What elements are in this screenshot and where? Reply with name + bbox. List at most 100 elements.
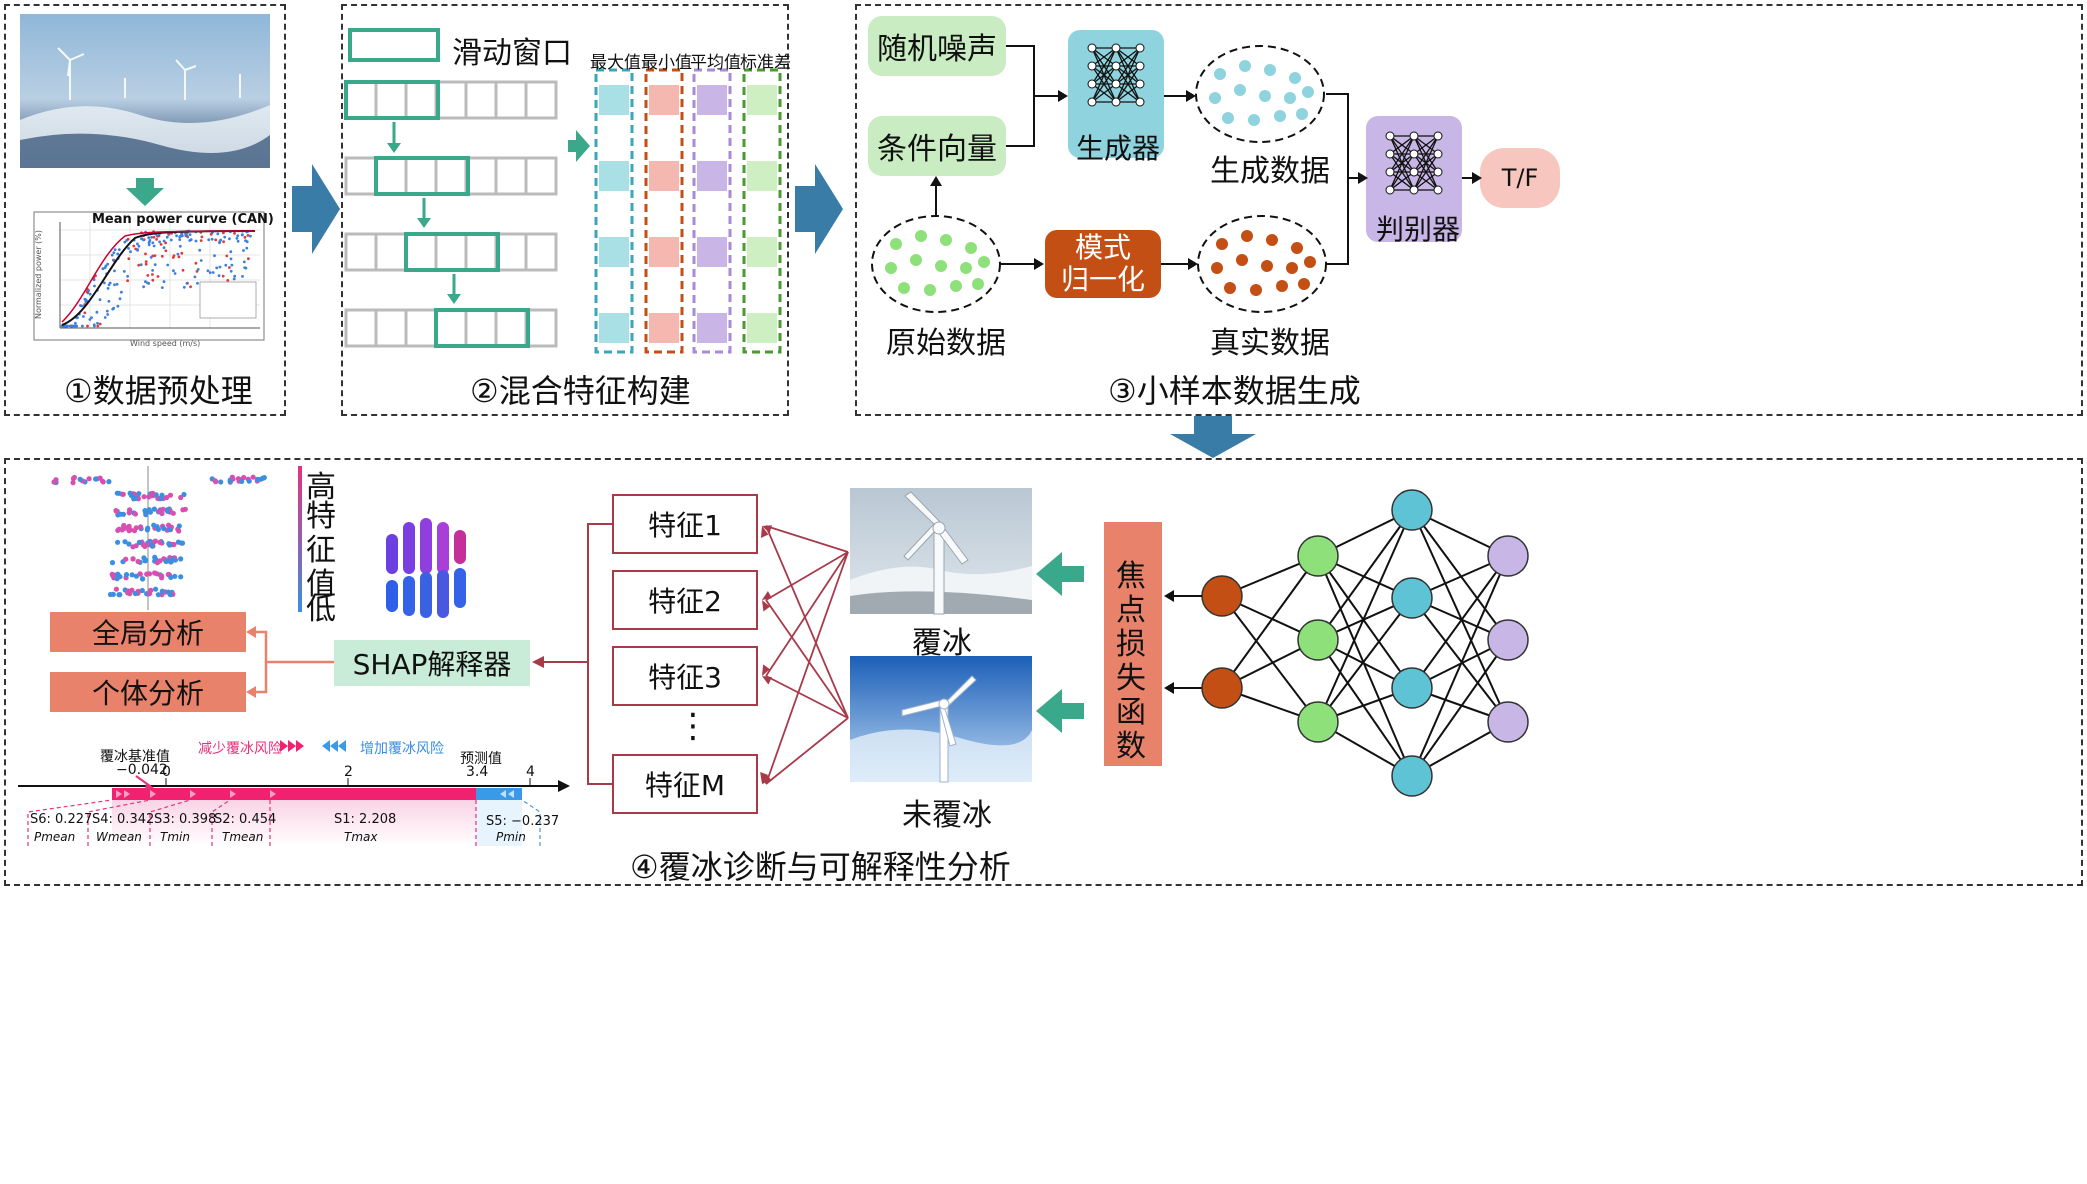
scatter-point <box>164 241 168 245</box>
nn-edge <box>1221 555 1319 689</box>
beeswarm-point <box>130 556 136 562</box>
data-dot <box>1284 92 1296 104</box>
scatter-point <box>115 282 119 286</box>
raw-data-label: 原始数据 <box>886 326 1006 361</box>
scatter-point <box>126 279 129 283</box>
scatter-point <box>235 237 239 240</box>
data-dot <box>1211 262 1223 274</box>
data-dot <box>1248 114 1260 126</box>
scatter-point <box>178 235 182 239</box>
force-increase-label: 增加覆冰风险 <box>360 741 444 757</box>
force-item-1-f: Pmean <box>34 830 76 844</box>
stat-label-mean: 平均值 <box>690 53 741 73</box>
mode-norm-line2: 归一化 <box>1060 263 1145 296</box>
beeswarm-point <box>138 524 144 530</box>
scatter-point <box>158 240 162 244</box>
scatter-point <box>132 244 136 248</box>
nn-edge <box>1317 597 1413 723</box>
beeswarm-point <box>172 573 178 579</box>
scatter-point <box>156 275 160 278</box>
beeswarm-point <box>136 539 142 546</box>
scatter-point <box>96 321 99 325</box>
beeswarm-point <box>148 587 154 594</box>
data-dot <box>1239 60 1251 72</box>
scatter-point <box>116 252 120 256</box>
scatter-point <box>214 238 218 242</box>
scatter-point <box>226 279 230 282</box>
nn-edge <box>1221 595 1319 723</box>
small-right-arrow-icon <box>568 130 590 162</box>
stat-cell <box>599 85 629 115</box>
data-dot <box>1214 68 1226 80</box>
scatter-point <box>223 235 227 239</box>
scatter-point <box>106 313 110 316</box>
scatter-point <box>137 244 141 248</box>
feature-box-m: 特征M <box>612 754 758 814</box>
scatter-point <box>101 267 105 271</box>
panel1-caption: ①数据预处理 <box>64 372 253 410</box>
mini-net-edge <box>1091 47 1117 85</box>
down-arrow-icon <box>1170 416 1256 458</box>
scatter-point <box>178 244 182 248</box>
panel2-caption: ②混合特征构建 <box>470 372 691 410</box>
scatter-point <box>90 316 93 319</box>
scatter-point <box>176 252 180 256</box>
scatter-point <box>210 237 214 241</box>
scatter-point <box>215 266 219 270</box>
scatter-point <box>152 235 156 239</box>
beeswarm-point <box>176 523 182 529</box>
data-dot <box>950 280 962 292</box>
nn-node <box>1391 577 1433 619</box>
scatter-point <box>129 250 132 254</box>
force-item-4-s: S2: 0.454 <box>214 812 277 827</box>
mini-net-edge <box>1389 135 1415 173</box>
beeswarm-point <box>126 523 132 529</box>
left-arrow-icon <box>1036 689 1084 733</box>
data-dot <box>1298 278 1310 290</box>
beeswarm-point <box>114 490 120 496</box>
beeswarm-point <box>167 527 173 533</box>
force-tick-4: 4 <box>526 764 535 780</box>
beeswarm-point <box>156 508 162 514</box>
scatter-point <box>232 277 236 281</box>
nn-edge <box>1411 509 1509 641</box>
scatter-point <box>159 243 163 246</box>
scatter-point <box>224 263 228 267</box>
scatter-point <box>71 324 75 328</box>
scatter-point <box>246 234 250 237</box>
force-item-5-s: S1: 2.208 <box>334 812 397 827</box>
feature-link <box>765 599 849 719</box>
discriminator-label: 判别器 <box>1376 213 1461 246</box>
scatter-point <box>136 242 139 246</box>
scatter-point <box>180 251 184 255</box>
force-pred-label: 预测值 <box>460 751 502 767</box>
mini-net-edge <box>1389 171 1415 191</box>
beeswarm-point <box>176 528 182 534</box>
data-dot <box>972 278 984 290</box>
beeswarm-point <box>241 474 247 481</box>
scatter-point <box>104 264 108 268</box>
scatter-point <box>98 322 102 326</box>
scatter-point <box>127 247 130 250</box>
beeswarm-point <box>128 492 134 498</box>
mini-net-node <box>1135 97 1145 107</box>
stat-cell <box>599 313 629 343</box>
force-item-1-s: S6: 0.227 <box>30 812 93 827</box>
stat-cell <box>747 313 777 343</box>
window-cell <box>524 232 558 272</box>
scatter-point <box>95 310 99 314</box>
scatter-point <box>144 262 148 266</box>
scatter-point <box>146 274 150 277</box>
nn-edge <box>1411 509 1509 723</box>
condition-box: 条件向量 <box>868 116 1006 176</box>
mini-net-node <box>1409 149 1419 159</box>
scatter-point <box>177 255 181 259</box>
mini-net-edge <box>1115 47 1141 85</box>
stat-cell <box>697 313 727 343</box>
feature-link <box>765 551 849 785</box>
scatter-point <box>82 315 85 318</box>
beeswarm-point <box>70 475 77 482</box>
scatter-point <box>98 298 102 302</box>
scatter-point <box>116 304 120 308</box>
